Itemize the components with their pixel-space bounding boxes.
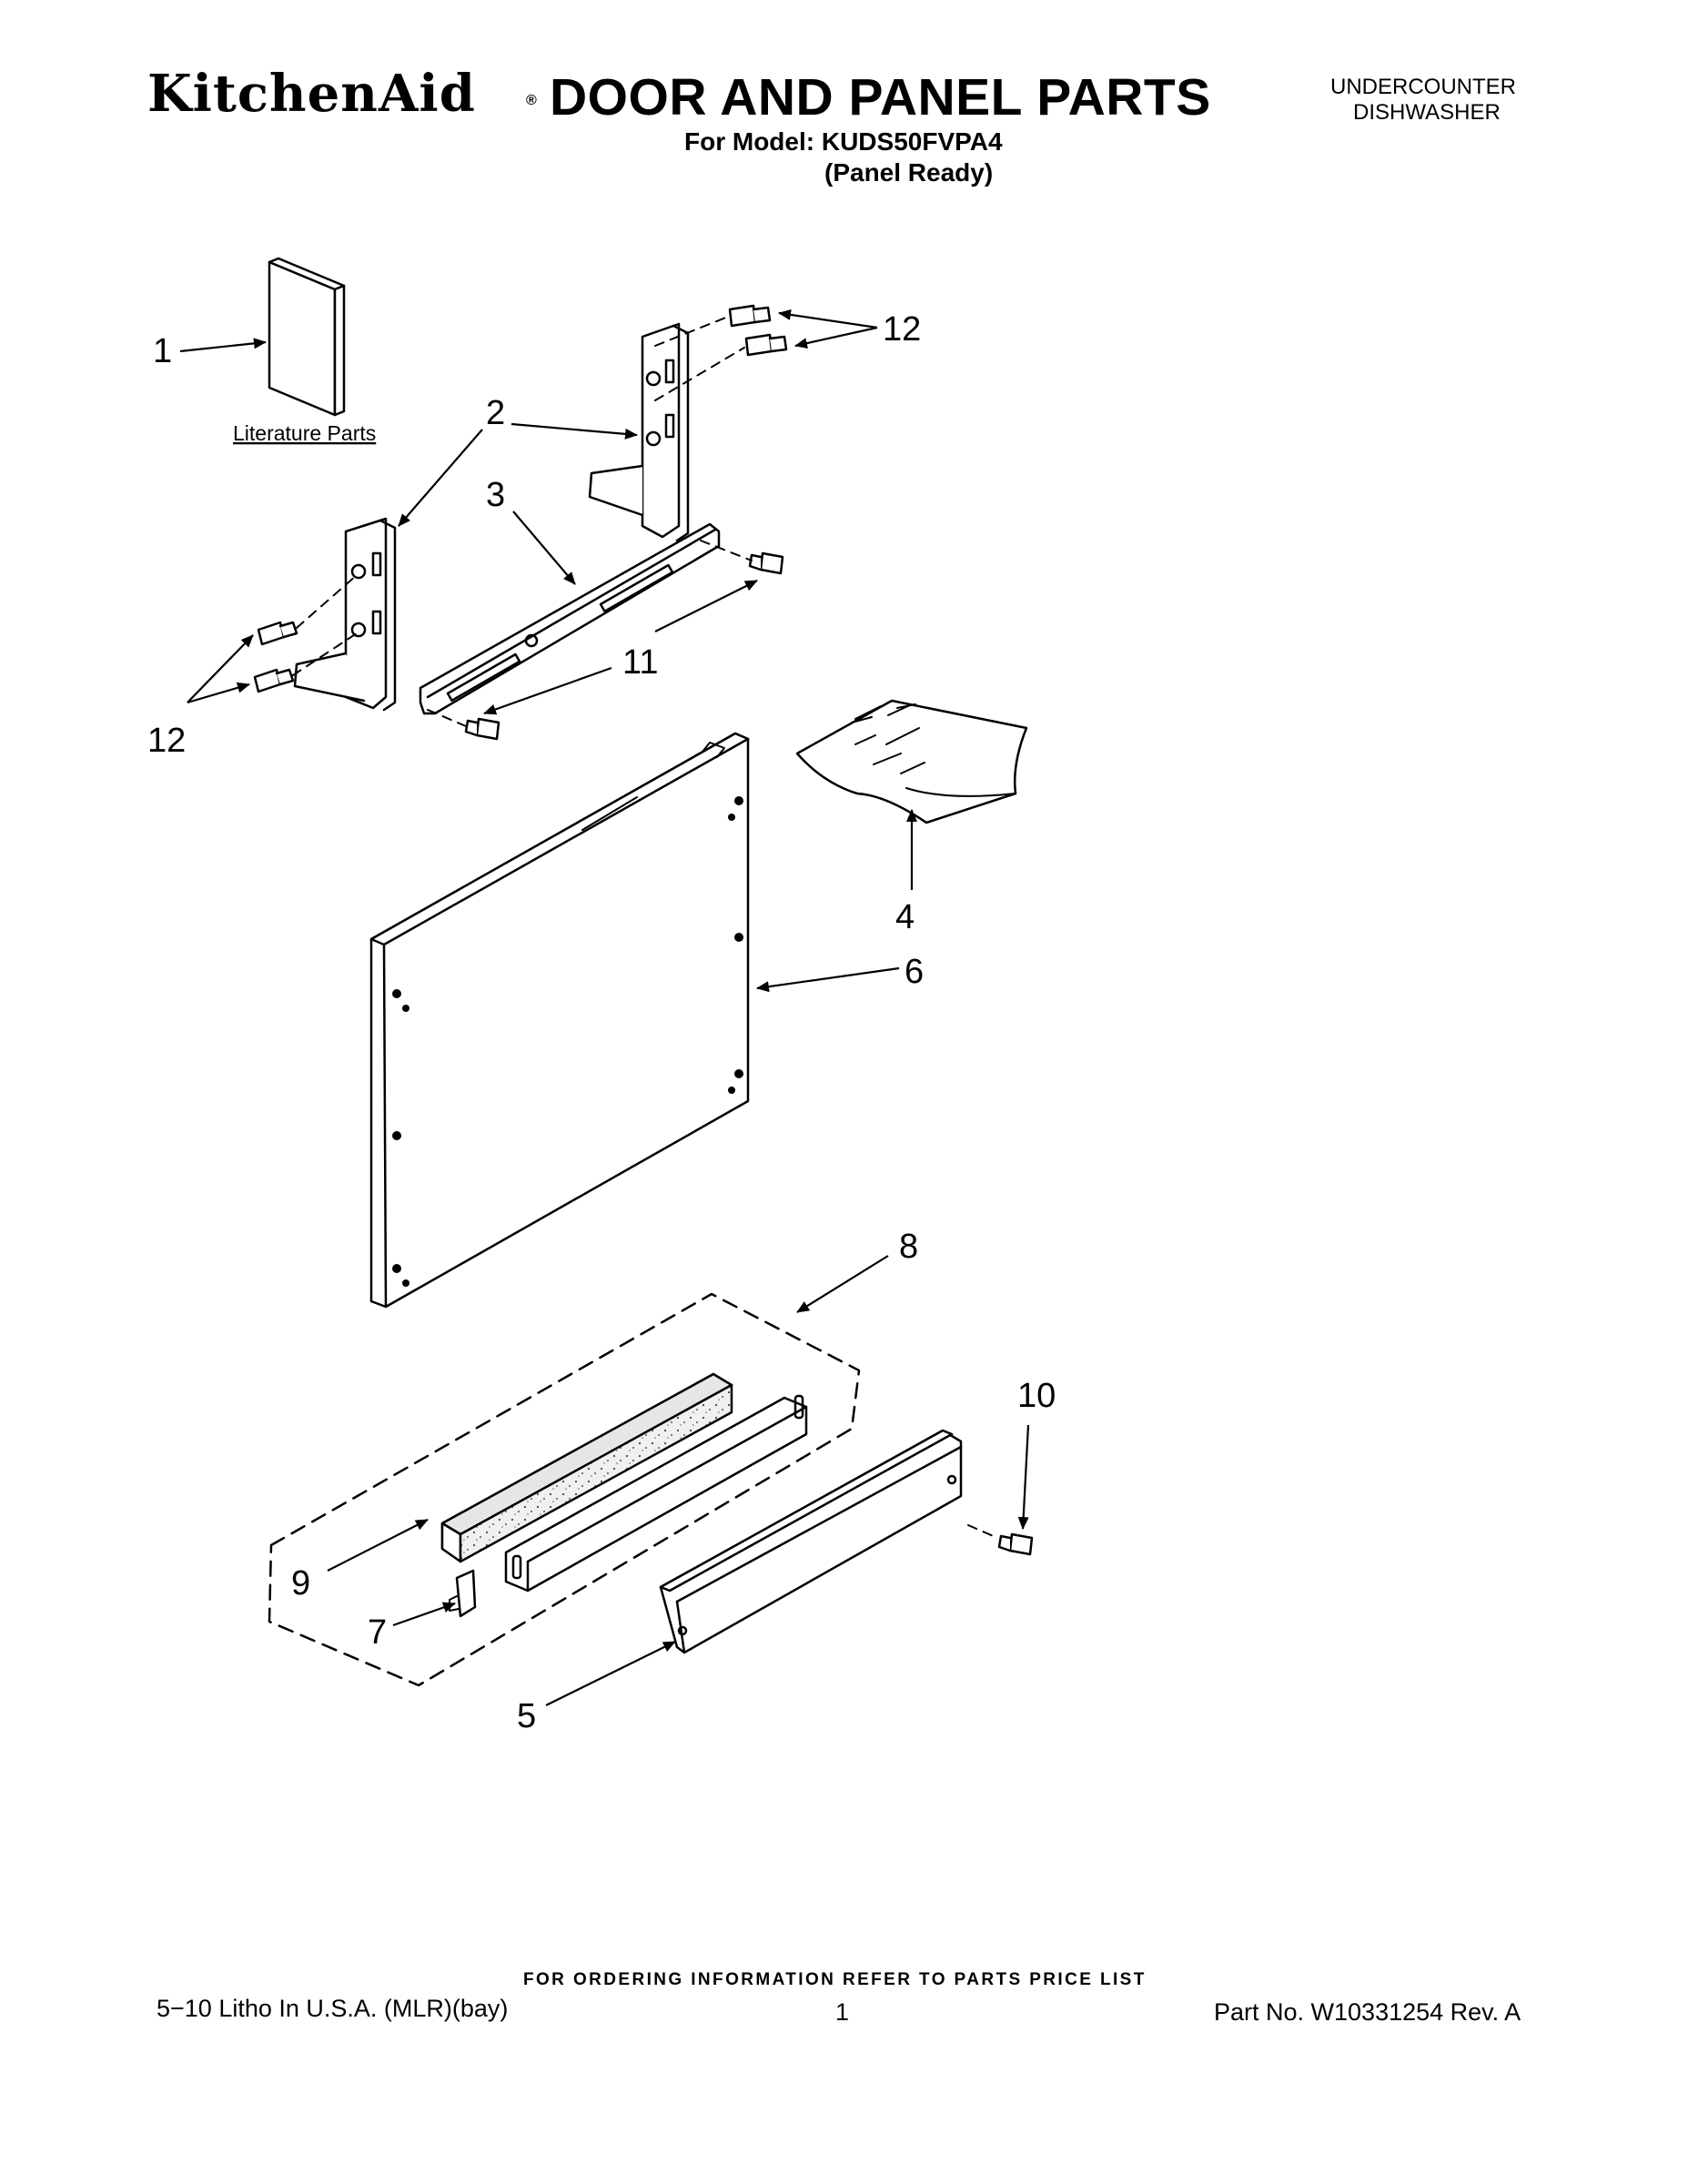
mounting-bracket-left xyxy=(293,517,397,712)
literature-parts-label: Literature Parts xyxy=(233,421,376,445)
screw-12-top-1 xyxy=(728,304,772,328)
toe-kick-panel xyxy=(659,1429,963,1654)
brand-logo: KitchenAid xyxy=(147,64,476,124)
callout-6: 6 xyxy=(905,953,924,991)
screw-12-left-2 xyxy=(253,668,295,693)
mounting-bracket-right xyxy=(588,322,690,542)
screw-11-left xyxy=(464,717,500,741)
part-number: Part No. W10331254 Rev. A xyxy=(1214,1998,1521,2026)
callout-9: 9 xyxy=(291,1564,310,1603)
callout-8: 8 xyxy=(899,1228,918,1266)
toe-kick-kit-outline xyxy=(268,1292,861,1687)
mounting-strip xyxy=(504,1394,808,1592)
callout-1: 1 xyxy=(153,332,172,370)
hardware-bag xyxy=(795,699,1028,824)
screw-12-top-2 xyxy=(744,333,788,357)
screw-10 xyxy=(997,1532,1034,1556)
callout-4: 4 xyxy=(895,898,915,936)
foam-strip xyxy=(440,1372,733,1563)
cross-rail xyxy=(419,522,721,715)
registered-mark: ® xyxy=(526,93,537,108)
callout-10: 10 xyxy=(1017,1377,1056,1415)
product-category-line1: UNDERCOUNTER xyxy=(1330,75,1516,99)
screw-11-right xyxy=(748,551,784,575)
litho-info: 5−10 Litho In U.S.A. (MLR)(bay) xyxy=(157,1995,509,2022)
leader-lines xyxy=(179,308,1030,1706)
callout-12-left: 12 xyxy=(147,722,186,760)
ordering-note: FOR ORDERING INFORMATION REFER TO PARTS … xyxy=(523,1970,1147,1989)
screw-12-left-1 xyxy=(257,621,298,646)
page-number: 1 xyxy=(835,1998,850,2026)
product-category-line2: DISHWASHER xyxy=(1353,100,1501,125)
callout-3: 3 xyxy=(486,476,505,514)
panel-clip xyxy=(449,1569,477,1618)
door-panel-holes xyxy=(392,796,743,1287)
callout-11: 11 xyxy=(622,643,658,682)
model-variant: (Panel Ready) xyxy=(824,158,994,187)
callout-12-top: 12 xyxy=(883,310,921,349)
door-panel xyxy=(369,732,750,1309)
callout-7: 7 xyxy=(368,1613,387,1652)
model-number: For Model: KUDS50FVPA4 xyxy=(684,127,1003,156)
callout-2: 2 xyxy=(486,394,505,432)
page-title: DOOR AND PANEL PARTS xyxy=(550,68,1211,126)
callout-5: 5 xyxy=(517,1697,536,1735)
literature-booklet xyxy=(268,257,346,417)
